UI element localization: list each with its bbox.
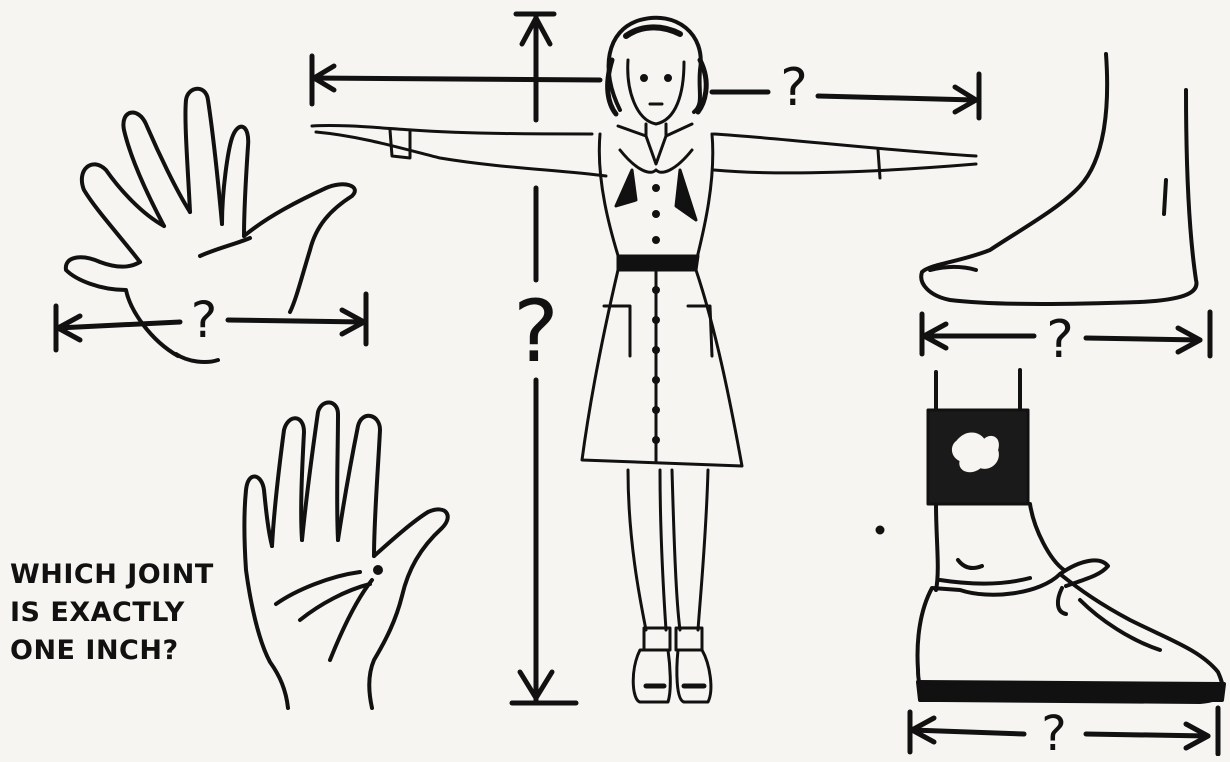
- palm-hand-drawing: [245, 402, 448, 708]
- arm-span-question-mark: ?: [780, 62, 808, 114]
- caption-line-2: IS EXACTLY: [10, 594, 250, 632]
- hand-span-question-mark: ?: [191, 295, 218, 345]
- girl-figure: [312, 18, 976, 702]
- joint-question-caption: WHICH JOINT IS EXACTLY ONE INCH?: [10, 556, 250, 670]
- caption-line-3: ONE INCH?: [10, 632, 250, 670]
- arm-span-arrow: [312, 56, 979, 118]
- caption-line-1: WHICH JOINT: [10, 556, 250, 594]
- height-question-mark: ?: [513, 289, 559, 375]
- shoe-drawing: [878, 370, 1225, 702]
- shoe-length-question-mark: ?: [1041, 710, 1066, 758]
- foot-length-question-mark: ?: [1046, 314, 1074, 366]
